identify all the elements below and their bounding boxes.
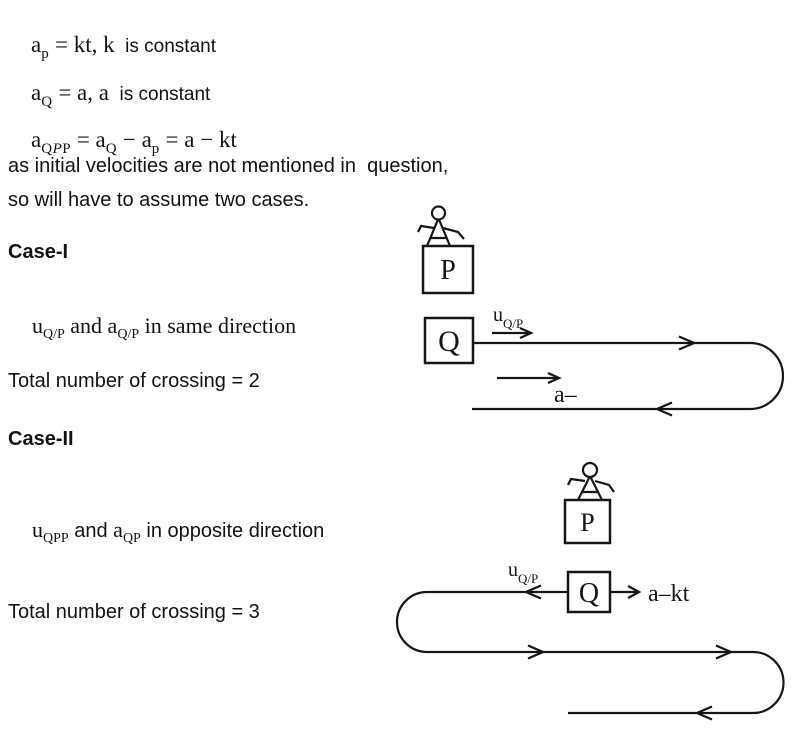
eq1-tail: is constant [114, 36, 216, 57]
arrowhead-right-icon [519, 326, 534, 340]
eq1-base: a [31, 32, 42, 57]
case1-tail: in same direction [139, 313, 297, 338]
velocity-label-sub: Q/P [518, 571, 538, 586]
case1-mid: and a [64, 313, 118, 338]
eq2-sub: Q [41, 94, 53, 110]
case1-diagram: P Q uQ/P a– [417, 205, 785, 417]
box-p [563, 498, 612, 545]
case1-crossing-count: Total number of crossing = 2 [8, 370, 260, 392]
case1-u-sub: Q/P [43, 327, 65, 342]
velocity-label-base: u [508, 559, 518, 581]
eq3-sub-p-italic: P [52, 141, 63, 157]
case1-u: u [32, 313, 43, 338]
eq3-sub-q: Q [41, 141, 53, 157]
box-p-label: P [440, 255, 456, 286]
case2-a-sub: QP [122, 531, 141, 546]
acceleration-arrow [497, 371, 562, 385]
eq3-mid2: − a [117, 127, 152, 152]
case2-tail: in opposite direction [140, 520, 325, 542]
box-q-label: Q [579, 578, 599, 609]
case2-crossing-count: Total number of crossing = 3 [8, 601, 260, 623]
velocity-arrow [492, 326, 534, 340]
velocity-label: uQ/P [508, 559, 538, 586]
acceleration-label: a– [554, 382, 578, 408]
arrowhead-right-icon [627, 584, 642, 600]
eq3-base: a [31, 127, 42, 152]
person-head-icon [581, 461, 599, 479]
arrowhead-left-icon [523, 584, 542, 600]
arrowhead-right-icon [527, 644, 546, 660]
velocity-label-sub: Q/P [503, 316, 523, 331]
person-right-arm [442, 226, 465, 240]
velocity-label: uQ/P [493, 304, 523, 331]
person-left-leg [577, 476, 591, 501]
case2-stick-figure [567, 461, 615, 501]
arrowhead-left-icon [654, 401, 673, 417]
equation-aqp: aQPP = aQ − ap = a − kt [8, 101, 237, 184]
person-right-leg [437, 219, 452, 247]
eq3-sub2: Q [105, 141, 118, 157]
arrowhead-left-icon [694, 705, 713, 721]
box-p [421, 244, 475, 295]
trajectory-path [395, 590, 785, 715]
trajectory-path [472, 341, 785, 411]
eq1-sub: p [41, 46, 50, 62]
eq1-rhs: = kt, k [49, 32, 115, 57]
equation-aq: aQ = a, a is constant [8, 54, 210, 137]
arrowhead-right-icon [678, 335, 697, 351]
person-left-arm [417, 224, 435, 233]
case2-u: u [32, 517, 43, 542]
person-head-icon [430, 205, 447, 221]
case2-a: a [113, 517, 123, 542]
case1-heading: Case-I [8, 241, 69, 263]
case2-diagram: P Q uQ/P a–kt [395, 461, 785, 721]
case1-stick-figure [417, 205, 465, 247]
box-q [423, 316, 475, 365]
eq2-base: a [31, 80, 42, 105]
eq3-sub3: p [151, 141, 160, 157]
note-line-1: as initial velocities are not mentioned … [8, 155, 449, 177]
eq3-mid3: = a − kt [159, 127, 237, 152]
eq3-sub-p: P [62, 141, 72, 157]
person-right-arm [594, 479, 615, 493]
case2-condition: uQPP and aQP in opposite direction [10, 491, 324, 573]
eq2-rhs: = a, a [52, 80, 109, 105]
acceleration-label: a–kt [648, 581, 690, 607]
case2-heading: Case-II [8, 428, 74, 450]
case1-condition: uQ/P and aQ/P in same direction [10, 287, 296, 369]
eq2-tail: is constant [108, 84, 211, 105]
arrowhead-right-icon [715, 644, 734, 660]
case2-u-sub: QPP [43, 531, 69, 546]
case2-mid: and [68, 520, 114, 542]
equation-ap: ap = kt, k is constant [8, 6, 216, 89]
box-q-label: Q [438, 325, 460, 358]
case1-a-sub: Q/P [117, 327, 140, 342]
eq3-mid1: = a [71, 127, 106, 152]
person-left-arm [567, 477, 586, 486]
arrowhead-right-icon [547, 371, 562, 385]
acceleration-arrow [610, 584, 642, 600]
velocity-label-base: u [493, 304, 503, 326]
note-line-2: so will have to assume two cases. [8, 189, 310, 211]
box-p-label: P [580, 508, 594, 537]
person-right-leg [589, 476, 603, 501]
person-left-leg [425, 219, 440, 247]
